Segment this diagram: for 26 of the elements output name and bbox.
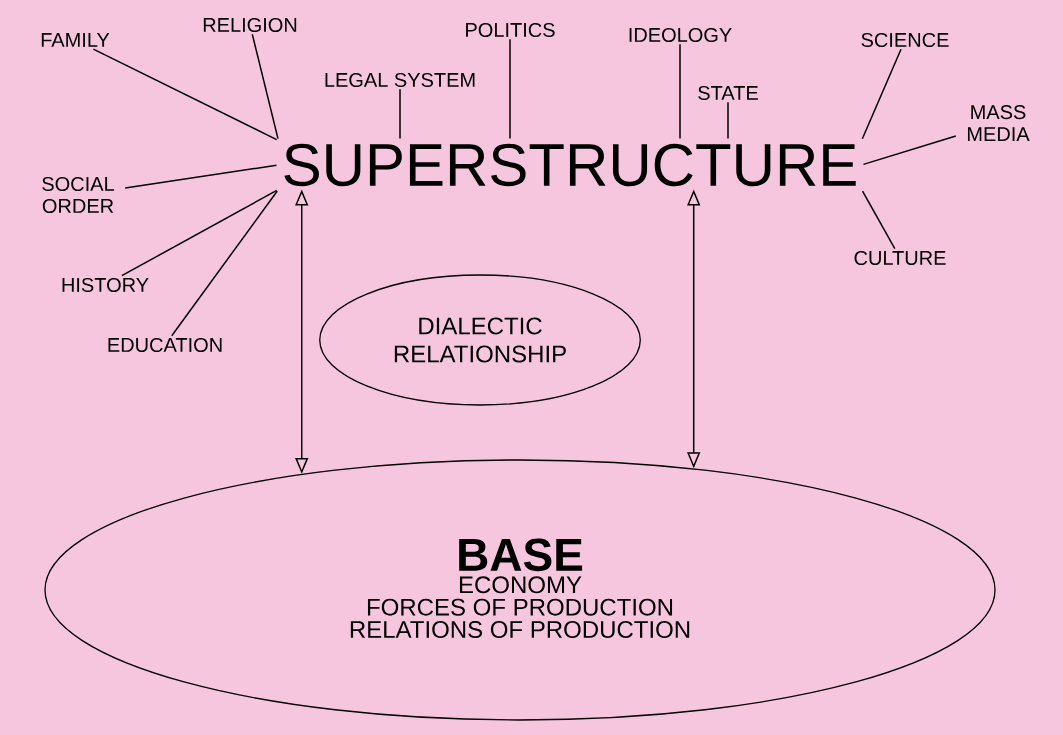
connector-line xyxy=(509,38,511,140)
connector-line xyxy=(399,88,401,140)
term-label: IDEOLOGY xyxy=(629,27,732,43)
connector-line xyxy=(92,48,278,141)
term-label: STATE xyxy=(698,85,758,101)
term-label: EDUCATION xyxy=(108,337,222,353)
connector-line xyxy=(862,135,957,166)
term-label: SOCIAL ORDER xyxy=(42,176,115,214)
connector-line xyxy=(121,189,278,277)
oval-label: DIALECTIC RELATIONSHIP xyxy=(319,274,641,406)
heading-text: SUPERSTRUCTURE xyxy=(284,143,856,187)
term-label: HISTORY xyxy=(62,277,149,293)
connector-line xyxy=(251,33,279,140)
connector-line xyxy=(861,190,896,250)
term-label: CULTURE xyxy=(854,250,946,266)
term-label: SCIENCE xyxy=(861,32,949,48)
term-label: RELIGION xyxy=(203,17,297,33)
term-label: POLITICS xyxy=(466,22,555,38)
term-label: LEGAL SYSTEM xyxy=(325,72,475,88)
term-label: FAMILY xyxy=(41,33,110,47)
connector-line xyxy=(727,101,729,140)
term-label: MASS MEDIA xyxy=(968,105,1030,141)
connector-line xyxy=(171,190,278,337)
connector-line xyxy=(679,43,681,140)
connector-line xyxy=(124,164,278,189)
connector-line xyxy=(861,48,902,140)
